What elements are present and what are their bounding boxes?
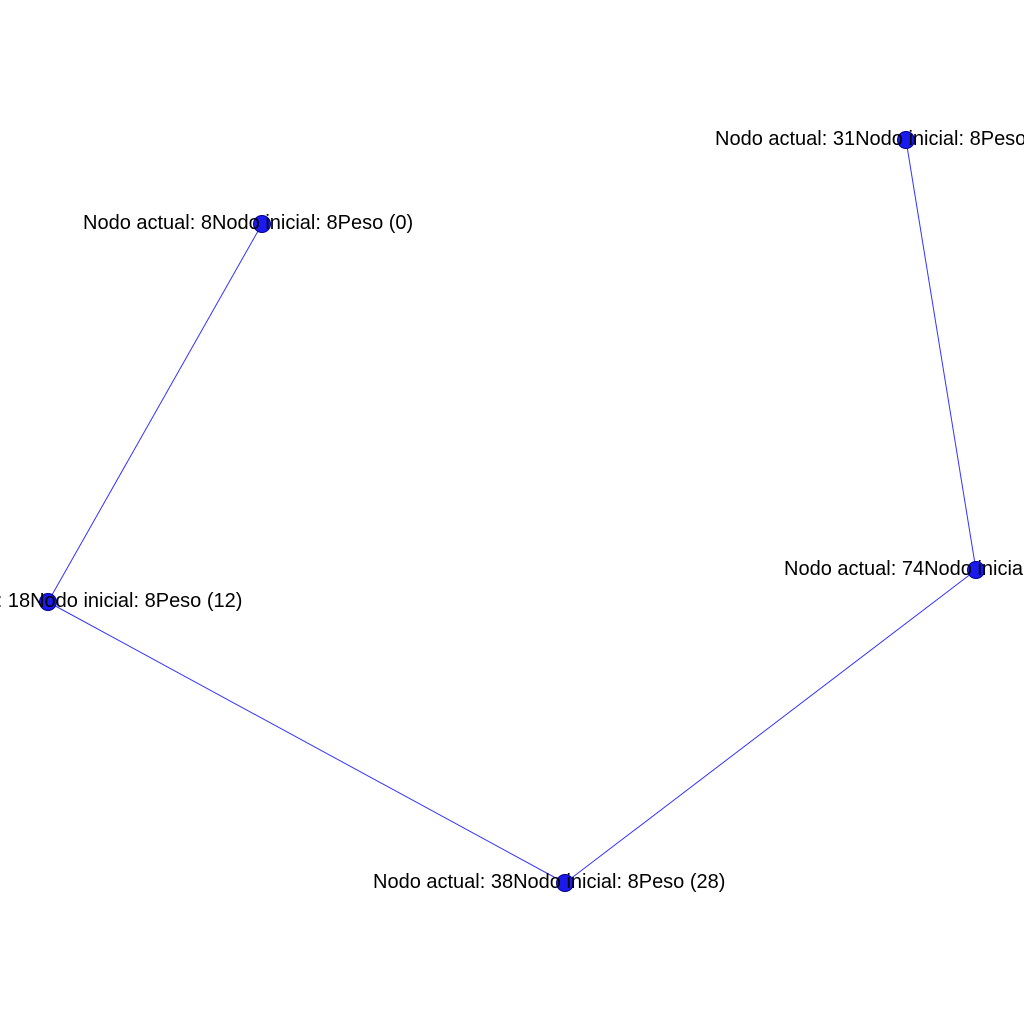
edges-layer <box>47 139 977 884</box>
edge-n74-n31 <box>905 139 977 571</box>
labels-layer: Nodo actual: 8Nodo inicial: 8Peso (0) Nod… <box>0 128 1024 893</box>
edge-n8-n12 <box>47 223 263 603</box>
node-n38[interactable] <box>556 874 574 892</box>
node-label-n74: Nodo actual: 74Nodo inicial: 8Peso <box>784 558 1024 580</box>
node-label-n8: Nodo actual: 8Nodo inicial: 8Peso (0) <box>83 212 413 234</box>
node-label-n38: Nodo actual: 38Nodo inicial: 8Peso (28) <box>373 871 725 893</box>
node-n74[interactable] <box>967 561 985 579</box>
node-label-n12: Nodo actual: 18Nodo inicial: 8Peso (12) <box>0 590 242 612</box>
node-n12[interactable] <box>39 593 57 611</box>
edge-n38-n74 <box>564 569 977 884</box>
node-n8[interactable] <box>253 215 271 233</box>
edge-n12-n38 <box>47 601 566 884</box>
node-label-n31: Nodo actual: 31Nodo inicial: 8Peso <box>715 128 1024 150</box>
nodes-layer <box>39 131 985 892</box>
node-n31[interactable] <box>897 131 915 149</box>
